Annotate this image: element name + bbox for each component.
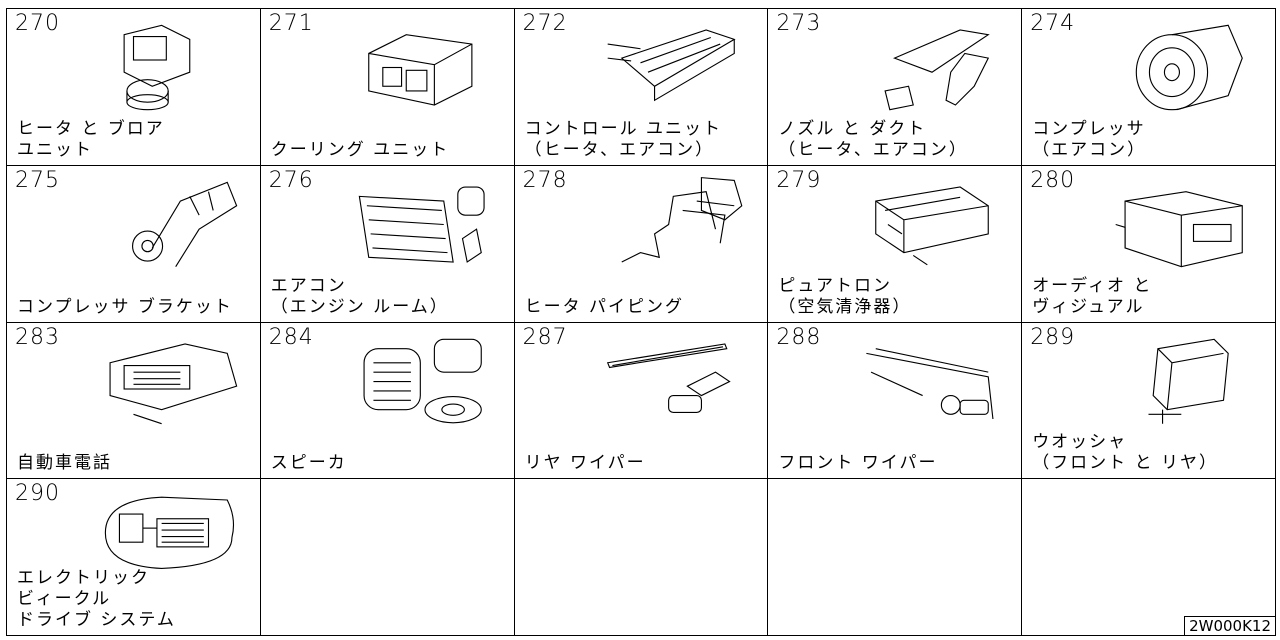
category-label-line: ノズル と ダクト: [778, 118, 927, 139]
category-label: クーリング ユニット: [271, 140, 449, 161]
front-wiper-icon: [857, 329, 1007, 434]
part-category-280[interactable]: 280 オーディオ とヴィジュアル: [1022, 165, 1276, 323]
category-label-line: オーディオ と: [1032, 275, 1153, 296]
part-category-284[interactable]: 284 スピーカ: [260, 322, 515, 480]
category-number: 284: [268, 324, 314, 350]
category-label: ノズル と ダクト（ヒータ、エアコン）: [778, 119, 968, 161]
category-label-line: 自動車電話: [17, 453, 112, 474]
nozzle-duct-icon: [857, 15, 1007, 120]
ev-drive-system-icon: [96, 485, 246, 590]
part-category-272[interactable]: 272 コントロール ユニット（ヒータ、エアコン）: [514, 9, 769, 166]
part-category-275[interactable]: 275 コンプレッサ ブラケット: [7, 165, 261, 323]
speaker-icon: [350, 329, 500, 434]
category-label: コンプレッサ ブラケット: [17, 297, 233, 318]
category-label-line: コンプレッサ: [1032, 118, 1146, 139]
empty-cell: [260, 479, 515, 636]
compressor-bracket-icon: [96, 172, 246, 277]
category-label: 自動車電話: [17, 453, 112, 474]
category-label-line: ビィークル: [17, 589, 112, 609]
washer-icon: [1111, 329, 1261, 434]
category-number: 276: [268, 167, 314, 193]
part-category-270[interactable]: 270 ヒータ と ブロアユニット: [7, 9, 261, 166]
category-label-line: （ヒータ、エアコン）: [524, 139, 715, 160]
category-number: 288: [776, 324, 822, 350]
category-label-line: ヴィジュアル: [1032, 296, 1145, 317]
category-label-line: クーリング ユニット: [270, 139, 450, 160]
category-label-line: （ヒータ、エアコン）: [778, 139, 968, 160]
part-category-288[interactable]: 288 フロント ワイパー: [768, 322, 1023, 480]
category-label-line: コントロール ユニット: [524, 118, 722, 139]
category-number: 273: [776, 11, 822, 36]
rear-wiper-icon: [603, 329, 753, 434]
category-label: コントロール ユニット（ヒータ、エアコン）: [525, 119, 722, 161]
category-label: ヒータ パイピング: [525, 297, 684, 318]
category-number: 290: [15, 481, 60, 507]
empty-cell: [768, 479, 1023, 636]
parts-category-grid: 270 ヒータ と ブロアユニット 271 クーリング ユニット 272 コントロール ユ…: [6, 8, 1276, 636]
category-label: スピーカ: [271, 453, 347, 474]
control-unit-icon: [603, 15, 753, 120]
part-category-271[interactable]: 271 クーリング ユニット: [260, 9, 515, 166]
part-category-287[interactable]: 287 リヤ ワイパー: [514, 322, 769, 480]
category-label-line: コンプレッサ ブラケット: [17, 296, 233, 317]
category-number: 274: [1030, 11, 1076, 36]
category-number: 272: [522, 11, 568, 36]
category-number: 270: [15, 11, 60, 36]
empty-cell: [1022, 479, 1276, 636]
category-label: コンプレッサ（エアコン）: [1032, 119, 1146, 161]
category-number: 279: [776, 167, 822, 193]
catalog-code: 2W000K12: [1184, 616, 1276, 636]
category-number: 271: [268, 11, 314, 36]
part-category-283[interactable]: 283 自動車電話: [7, 322, 261, 480]
part-category-274[interactable]: 274 コンプレッサ（エアコン）: [1022, 9, 1276, 166]
heater-piping-icon: [603, 172, 753, 277]
empty-cell: [514, 479, 769, 636]
cooling-unit-icon: [350, 15, 500, 120]
part-category-278[interactable]: 278 ヒータ パイピング: [514, 165, 769, 323]
category-label-line: ヒータ と ブロア: [17, 118, 165, 139]
category-label-line: スピーカ: [270, 453, 347, 474]
part-category-273[interactable]: 273 ノズル と ダクト（ヒータ、エアコン）: [768, 9, 1023, 166]
category-number: 287: [522, 324, 568, 350]
category-label-line: ウオッシャ: [1032, 432, 1128, 453]
category-label-line: （エンジン ルーム）: [270, 296, 449, 317]
category-label: エレクトリックビィークルドライブ システム: [17, 568, 176, 631]
category-label-line: （空気清浄器）: [778, 296, 912, 317]
category-label: ヒータ と ブロアユニット: [17, 119, 165, 161]
category-label-line: エアコン: [270, 275, 347, 296]
category-label-line: （フロント と リヤ）: [1032, 453, 1218, 474]
category-label: フロント ワイパー: [778, 453, 937, 474]
part-category-279[interactable]: 279 ピュアトロン（空気清浄器）: [768, 165, 1023, 323]
aircon-engine-room-icon: [350, 172, 500, 277]
category-label: エアコン（エンジン ルーム）: [271, 276, 449, 318]
category-label-line: エレクトリック: [17, 568, 150, 588]
category-label-line: （エアコン）: [1032, 139, 1147, 160]
compressor-icon: [1111, 15, 1261, 120]
category-number: 283: [15, 324, 60, 350]
category-label-line: リヤ ワイパー: [524, 453, 646, 474]
audio-visual-icon: [1111, 172, 1261, 277]
heater-blower-unit-icon: [96, 15, 246, 120]
category-label: ピュアトロン（空気清浄器）: [778, 276, 911, 318]
category-label-line: ドライブ システム: [17, 610, 176, 630]
car-phone-icon: [96, 329, 246, 434]
part-category-290[interactable]: 290 エレクトリックビィークルドライブ システム: [7, 479, 261, 636]
category-label: リヤ ワイパー: [525, 453, 646, 474]
category-label-line: ヒータ パイピング: [524, 296, 684, 317]
category-label: オーディオ とヴィジュアル: [1032, 276, 1152, 318]
air-purifier-icon: [857, 172, 1007, 277]
category-label: ウオッシャ（フロント と リヤ）: [1032, 432, 1218, 474]
category-number: 289: [1030, 324, 1076, 350]
part-category-289[interactable]: 289 ウオッシャ（フロント と リヤ）: [1022, 322, 1276, 480]
category-number: 275: [15, 167, 60, 193]
category-label-line: ユニット: [17, 139, 93, 160]
part-category-276[interactable]: 276 エアコン（エンジン ルーム）: [260, 165, 515, 323]
category-label-line: フロント ワイパー: [778, 453, 938, 474]
category-number: 278: [522, 167, 568, 193]
category-number: 280: [1030, 167, 1076, 193]
category-label-line: ピュアトロン: [778, 275, 893, 296]
